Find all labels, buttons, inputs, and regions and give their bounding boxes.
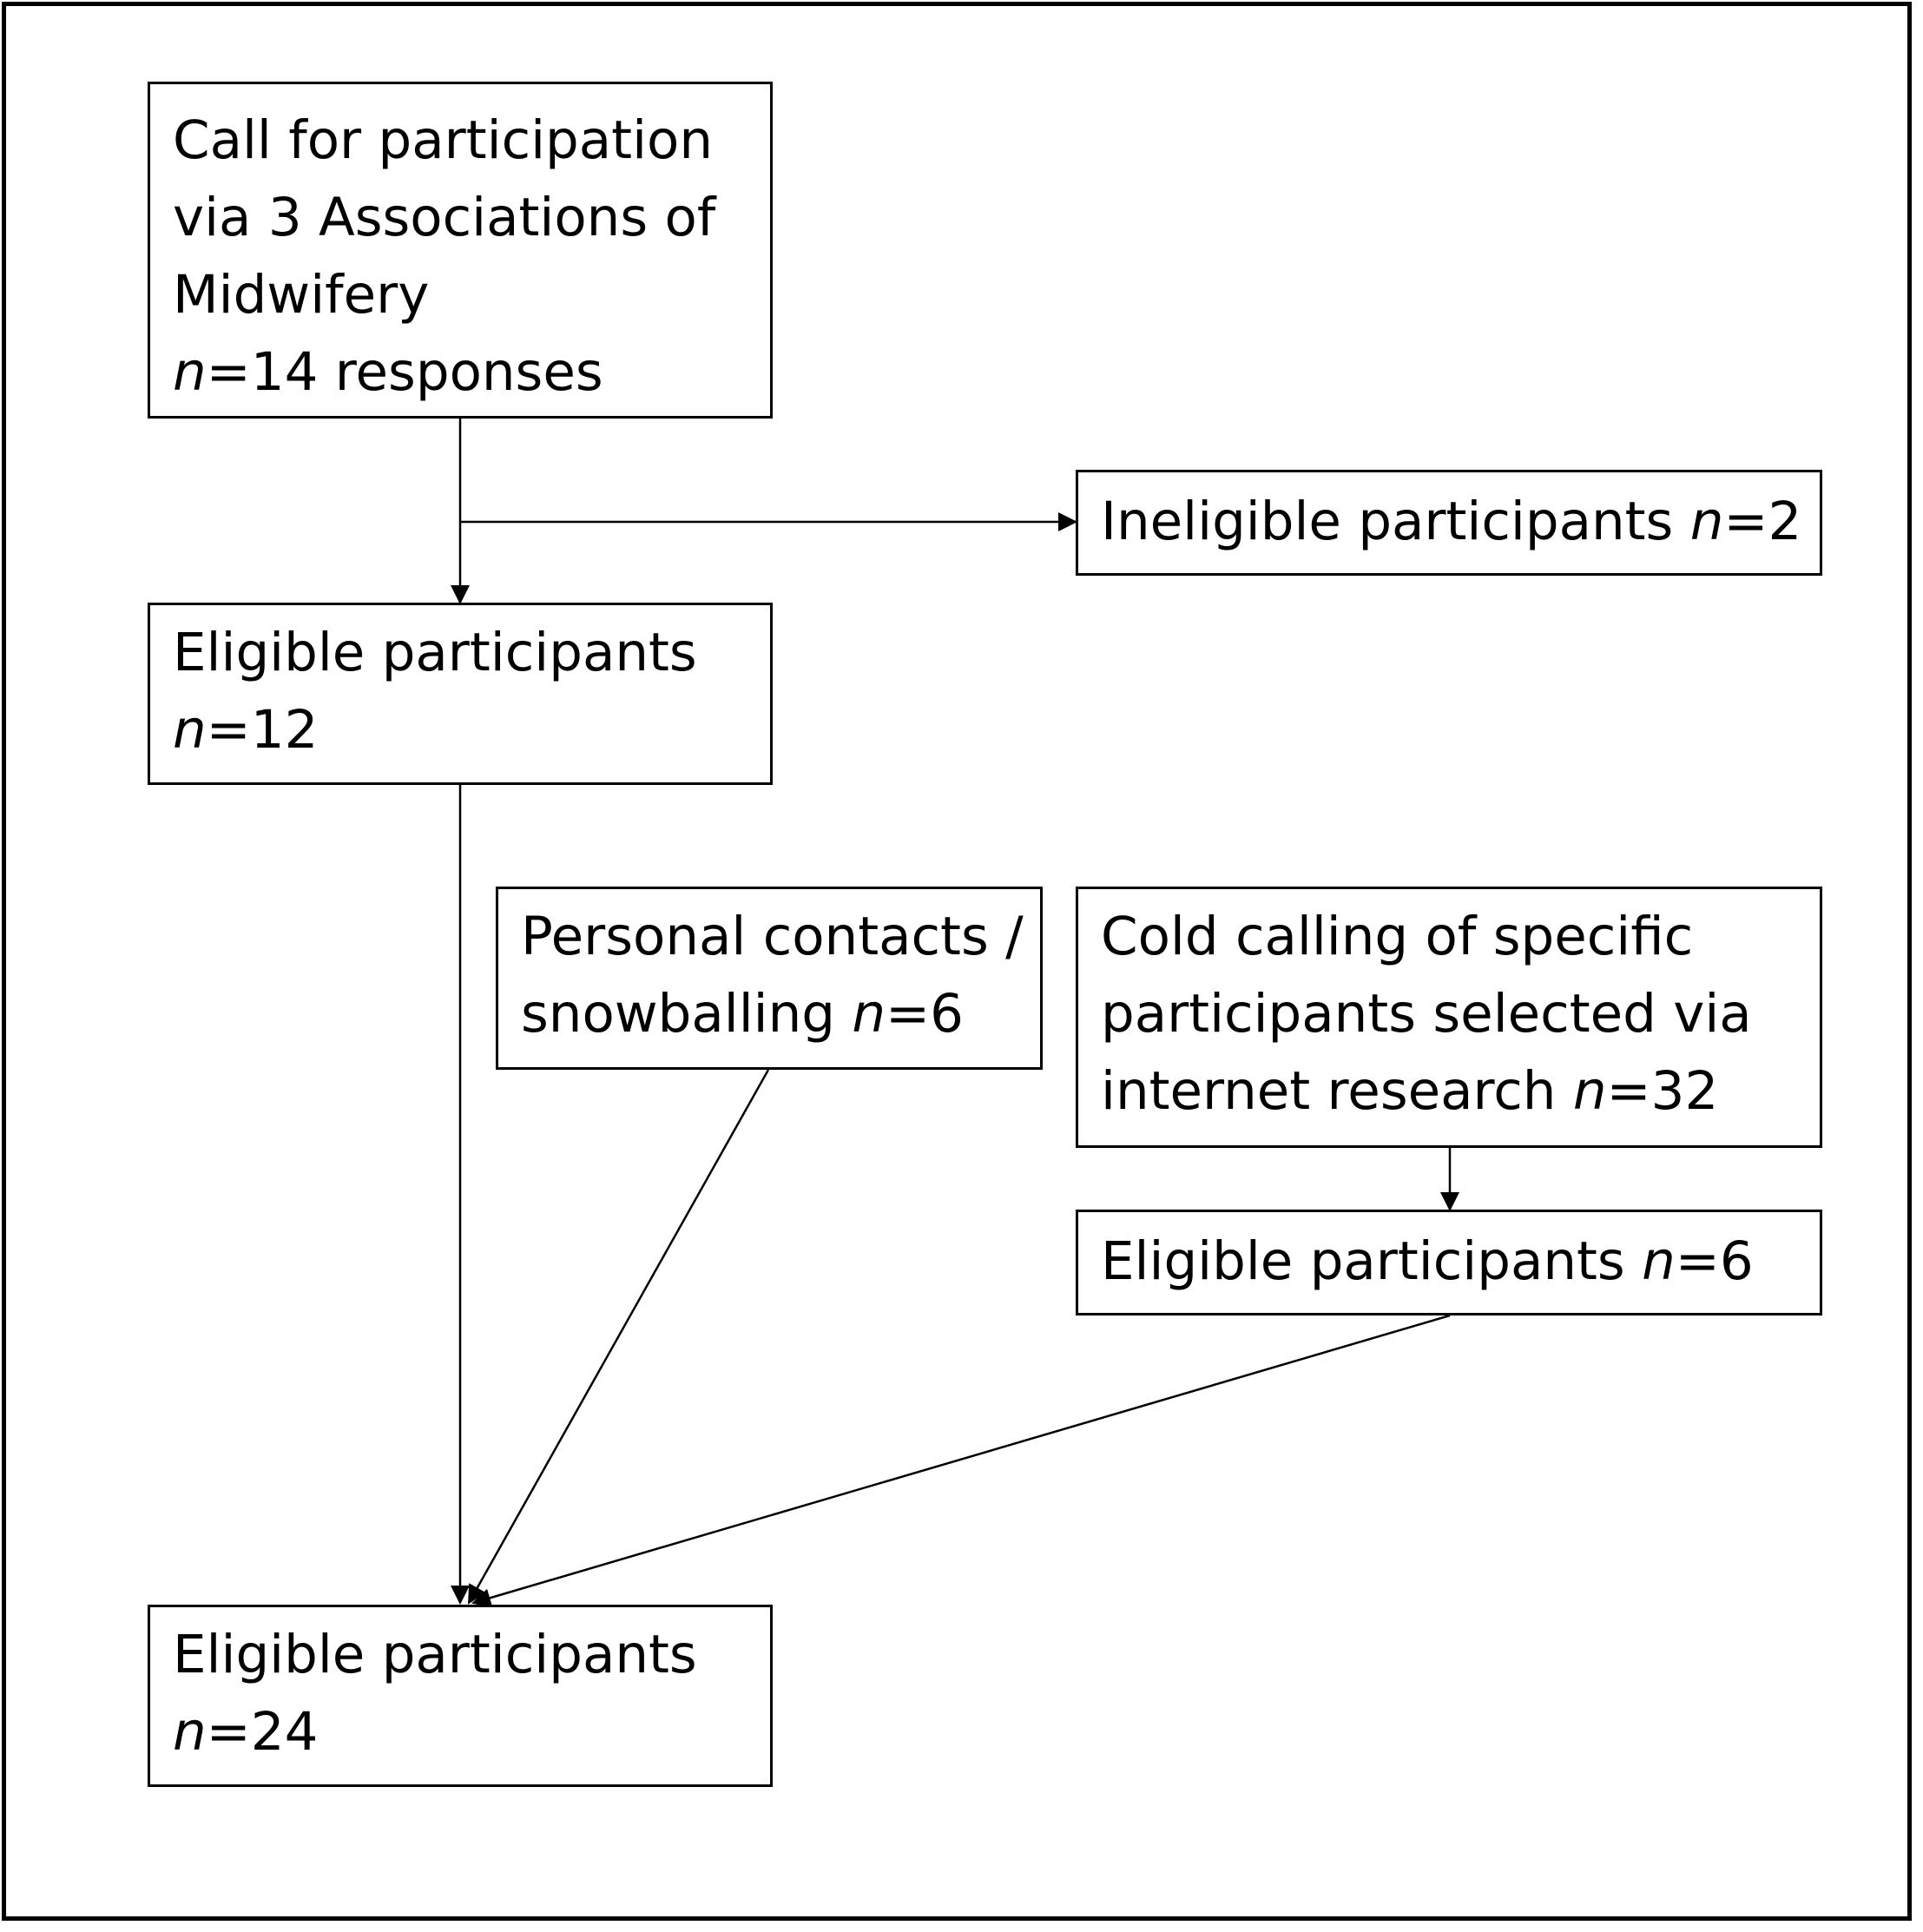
eligible-participants-total-box: Eligible participants n=24: [148, 1605, 773, 1787]
cold-label: internet research: [1101, 1060, 1573, 1122]
n-symbol: n: [173, 699, 207, 761]
count-value: =2: [1723, 491, 1802, 552]
personal-count: snowballing n=6: [521, 975, 1019, 1052]
personal-contacts-box: Personal contacts / snowballing n=6: [496, 887, 1043, 1070]
count-value: =32: [1606, 1060, 1719, 1122]
eligible2-line: Eligible participants n=6: [1101, 1223, 1799, 1300]
eligible-participants-box: Eligible participants n=12: [148, 603, 773, 785]
n-symbol: n: [173, 341, 207, 403]
n-symbol: n: [173, 1701, 207, 1763]
n-symbol: n: [1689, 491, 1724, 552]
n-symbol: n: [852, 983, 886, 1045]
cold-line-1: Cold calling of specific: [1101, 906, 1694, 967]
count-value: =14 responses: [206, 341, 603, 403]
call-count: n=14 responses: [173, 333, 749, 411]
ineligible-label: Ineligible participants: [1101, 491, 1690, 552]
eligible-label: Eligible participants: [173, 622, 697, 683]
call-line-2: via 3 Associations of: [173, 187, 716, 248]
cold-count: internet research n=32: [1101, 1052, 1799, 1130]
count-value: =6: [1675, 1230, 1754, 1292]
eligible2-label: Eligible participants: [1101, 1230, 1643, 1292]
cold-calling-box: Cold calling of specific participants se…: [1076, 887, 1822, 1148]
eligible-count: n=12: [173, 691, 749, 768]
count-value: =12: [206, 699, 319, 761]
n-symbol: n: [1642, 1230, 1676, 1292]
n-symbol: n: [1572, 1060, 1607, 1122]
call-line-3: Midwifery: [173, 264, 430, 326]
ineligible-participants-box: Ineligible participants n=2: [1076, 470, 1822, 576]
personal-line-1: Personal contacts /: [521, 906, 1024, 967]
call-for-participation-box: Call for participation via 3 Association…: [148, 82, 773, 419]
arrow-personal-to-total: [467, 1069, 770, 1605]
ineligible-line: Ineligible participants n=2: [1101, 483, 1802, 560]
cold-line-2: participants selected via: [1101, 983, 1752, 1045]
total-label: Eligible participants: [173, 1624, 697, 1685]
arrow-eligible2-to-total: [471, 1314, 1451, 1607]
count-value: =24: [206, 1701, 319, 1763]
personal-label: snowballing: [521, 983, 853, 1045]
call-line-1: Call for participation: [173, 109, 714, 171]
total-count: n=24: [173, 1693, 749, 1770]
count-value: =6: [886, 983, 964, 1045]
eligible-participants-cold-box: Eligible participants n=6: [1076, 1210, 1822, 1315]
